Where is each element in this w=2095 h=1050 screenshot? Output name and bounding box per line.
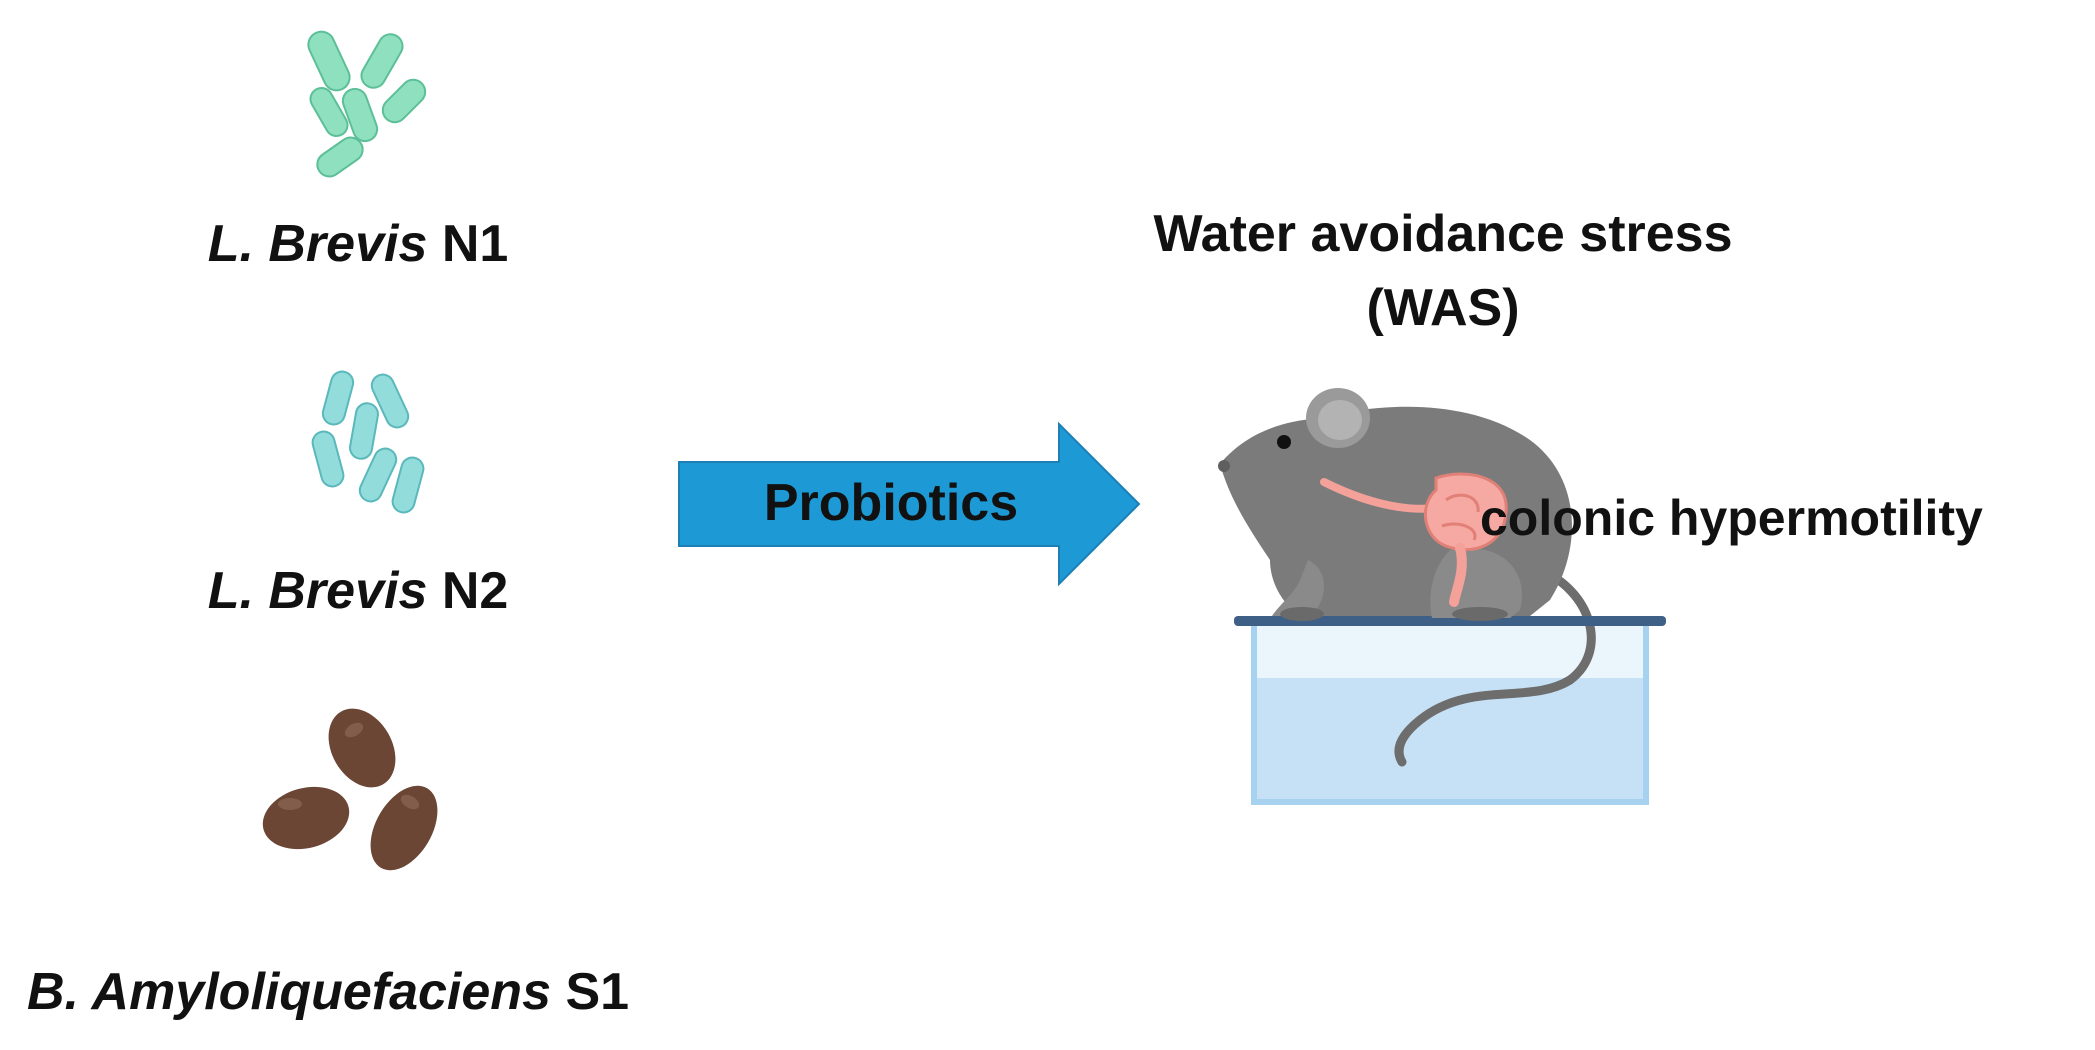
strain-genus: L. Brevis — [207, 215, 428, 273]
strain-code: S1 — [565, 963, 630, 1021]
colon-icon — [1320, 472, 1508, 607]
rod-bacteria-teal-icon — [311, 370, 425, 514]
strain-label-s1: B. Amyloliquefaciens S1 — [27, 966, 629, 1018]
model-title: Water avoidance stress — [1153, 205, 1733, 263]
rod-bacteria-green-icon — [307, 30, 427, 178]
strain-genus: B. Amyloliquefaciens — [27, 963, 551, 1021]
spore-brown-icon — [262, 708, 438, 871]
arrow-label: Probiotics — [763, 474, 1019, 532]
strain-label-n1: L. Brevis N1 — [208, 218, 509, 270]
strain-code: N2 — [441, 562, 509, 620]
effect-label: colonic hypermotility — [1480, 490, 1983, 546]
model-title-abbreviation: (WAS) — [1366, 279, 1520, 337]
mouse-on-platform-icon — [1218, 388, 1666, 805]
strain-code: N1 — [441, 215, 509, 273]
strain-genus: L. Brevis — [207, 562, 428, 620]
right-arrow-icon — [678, 421, 1141, 587]
strain-label-n2: L. Brevis N2 — [208, 565, 509, 617]
